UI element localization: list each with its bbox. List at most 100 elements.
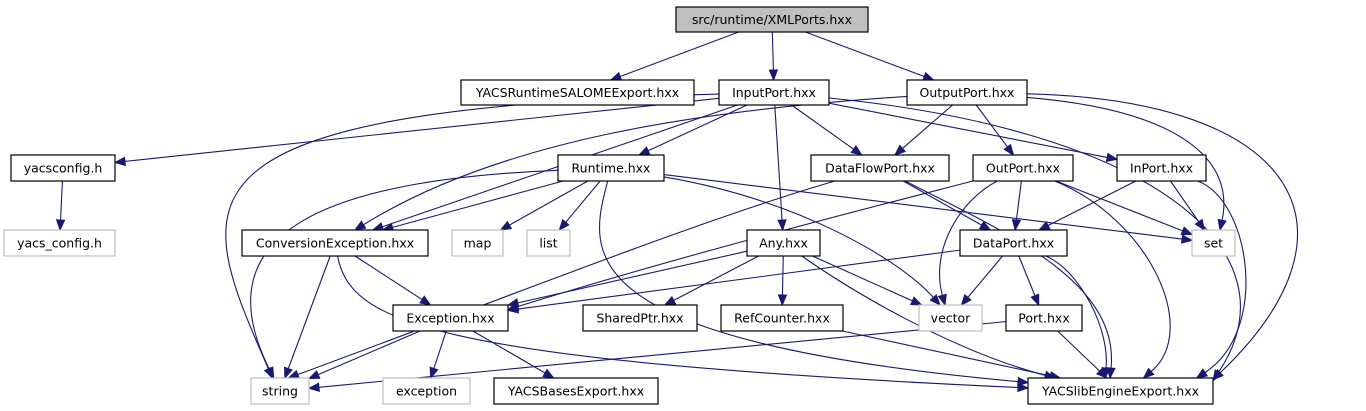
node-label: Exception.hxx bbox=[406, 311, 494, 326]
node-label: InputPort.hxx bbox=[732, 85, 816, 100]
edge-outputport-to-dataflowport-line bbox=[902, 104, 953, 149]
edge-dataport-to-vector-line bbox=[967, 255, 1004, 298]
edge-runtime-to-set-line bbox=[663, 174, 1183, 240]
node-any[interactable]: Any.hxx bbox=[746, 229, 821, 257]
edge-port-to-yacslibengineexport-arrowhead bbox=[1096, 367, 1108, 379]
edge-runtime-to-yacslibengineexport-line bbox=[599, 180, 1019, 383]
edge-dataport-to-vector bbox=[960, 255, 1004, 307]
node-label: Any.hxx bbox=[759, 236, 808, 251]
node-inputport[interactable]: InputPort.hxx bbox=[718, 79, 830, 106]
node-dataport[interactable]: DataPort.hxx bbox=[959, 229, 1068, 257]
edge-runtime-to-vector-arrowhead bbox=[929, 294, 941, 307]
node-box bbox=[1116, 154, 1207, 182]
node-label: YACSlibEngineExport.hxx bbox=[1041, 384, 1199, 399]
edge-dataflowport-to-dataport-arrowhead bbox=[978, 220, 992, 231]
edge-outport-to-vector-arrowhead bbox=[937, 293, 947, 307]
edge-yacsconfig-to-yacs_config-arrowhead bbox=[55, 219, 66, 232]
nodes-layer: src/runtime/XMLPorts.hxxYACSRuntimeSALOM… bbox=[3, 6, 1236, 405]
node-box bbox=[918, 304, 983, 332]
edge-outport-to-dataport-line bbox=[1015, 180, 1022, 221]
edge-any-to-exception_hxx-line bbox=[517, 250, 748, 304]
node-set: set bbox=[1191, 229, 1236, 257]
edge-exception_hxx-to-string-line bbox=[317, 330, 421, 376]
edge-outport-to-yacslibengineexport bbox=[1054, 180, 1171, 379]
edge-dataport-to-exception_hxx-line bbox=[517, 249, 961, 310]
node-label: vector bbox=[931, 311, 972, 326]
edge-any-to-vector bbox=[812, 255, 923, 306]
edge-xmlports-to-outputport-line bbox=[805, 31, 925, 78]
edge-conversionexception-to-string-arrowhead bbox=[284, 366, 293, 380]
edge-runtime-to-set-arrowhead bbox=[1180, 234, 1194, 244]
node-box bbox=[675, 6, 869, 33]
node-box bbox=[1191, 229, 1236, 257]
edge-outport-to-yacslibengineexport-arrowhead bbox=[1142, 367, 1155, 379]
node-refcounter[interactable]: RefCounter.hxx bbox=[720, 304, 844, 332]
node-yacsruntimesalomeexport[interactable]: YACSRuntimeSALOMEExport.hxx bbox=[460, 79, 695, 106]
node-label: InPort.hxx bbox=[1130, 161, 1193, 176]
edge-outputport-to-yacslibengineexport-arrowhead bbox=[1212, 368, 1224, 381]
node-list: list bbox=[526, 229, 571, 257]
edge-outport-to-vector-line bbox=[938, 180, 998, 296]
node-box bbox=[746, 229, 821, 257]
edge-runtime-to-yacslibengineexport bbox=[599, 180, 1030, 387]
edge-dataflowport-to-dataport bbox=[902, 180, 992, 231]
edge-any-to-sharedptr bbox=[663, 255, 759, 306]
edge-inputport-to-dataflowport-line bbox=[791, 104, 854, 150]
edge-xmlports-to-yacsruntimesalomeexport-line bbox=[619, 31, 739, 78]
node-label: Port.hxx bbox=[1018, 311, 1069, 326]
node-label: RefCounter.hxx bbox=[734, 311, 830, 326]
node-box bbox=[250, 377, 310, 405]
edge-runtime-to-map-arrowhead bbox=[499, 220, 513, 231]
node-label: Runtime.hxx bbox=[572, 161, 651, 176]
node-conversionexception[interactable]: ConversionException.hxx bbox=[241, 229, 429, 257]
node-dataflowport[interactable]: DataFlowPort.hxx bbox=[810, 154, 950, 182]
edge-inport-to-yacslibengineexport bbox=[1195, 180, 1247, 379]
node-label: exception bbox=[396, 384, 457, 399]
node-label: YACSBasesExport.hxx bbox=[507, 384, 644, 399]
edge-dataflowport-to-yacslibengineexport-line bbox=[904, 180, 1112, 369]
edge-any-to-exception_hxx-arrowhead bbox=[506, 298, 520, 308]
node-port[interactable]: Port.hxx bbox=[1005, 304, 1083, 332]
edge-inport-to-dataport-arrowhead bbox=[1037, 221, 1051, 231]
edge-inputport-to-any bbox=[774, 104, 787, 232]
node-label: string bbox=[262, 384, 298, 399]
node-runtime[interactable]: Runtime.hxx bbox=[557, 154, 665, 182]
edge-exception_hxx-to-string bbox=[307, 330, 421, 380]
edge-dataport-to-yacslibengineexport-line bbox=[1045, 255, 1107, 369]
edge-conversionexception-to-string bbox=[284, 255, 331, 380]
node-sharedptr[interactable]: SharedPtr.hxx bbox=[582, 304, 698, 332]
edge-inputport-to-runtime bbox=[637, 104, 748, 156]
node-yacsconfig[interactable]: yacsconfig.h bbox=[10, 154, 116, 182]
node-box bbox=[451, 229, 504, 257]
node-xmlports[interactable]: src/runtime/XMLPorts.hxx bbox=[675, 6, 869, 33]
node-yacslibengineexport[interactable]: YACSlibEngineExport.hxx bbox=[1027, 377, 1214, 405]
node-inport[interactable]: InPort.hxx bbox=[1116, 154, 1207, 182]
edge-dataport-to-exception_hxx-arrowhead bbox=[506, 304, 520, 314]
edge-any-to-yacslibengineexport-line bbox=[801, 255, 1046, 376]
edge-inputport-to-runtime-line bbox=[647, 104, 748, 152]
edge-outport-to-dataport-arrowhead bbox=[1011, 218, 1022, 232]
edge-inport-to-dataport bbox=[1037, 180, 1137, 231]
node-outputport[interactable]: OutputPort.hxx bbox=[906, 79, 1028, 106]
edge-outputport-to-conversionexception-arrowhead bbox=[353, 220, 367, 231]
edge-port-to-string-arrowhead bbox=[307, 382, 320, 392]
edge-port-to-string bbox=[307, 321, 1007, 392]
node-box bbox=[460, 79, 695, 106]
edge-outport-to-dataport bbox=[1011, 180, 1022, 232]
node-yacsbasesexport[interactable]: YACSBasesExport.hxx bbox=[493, 377, 659, 405]
node-outport[interactable]: OutPort.hxx bbox=[972, 154, 1074, 182]
edge-outport-to-vector bbox=[937, 180, 998, 307]
edges-layer bbox=[55, 31, 1299, 393]
edge-dataflowport-to-dataport-line bbox=[902, 180, 982, 226]
edge-refcounter-to-yacslibengineexport bbox=[842, 330, 1062, 381]
node-exception_hxx[interactable]: Exception.hxx bbox=[392, 304, 509, 332]
edge-runtime-to-list bbox=[558, 180, 601, 232]
node-box bbox=[906, 79, 1028, 106]
edge-xmlports-to-yacsruntimesalomeexport-arrowhead bbox=[609, 71, 623, 81]
edge-inputport-to-yacsconfig-line bbox=[124, 97, 720, 162]
edge-inputport-to-any-line bbox=[774, 104, 783, 221]
edge-port-to-yacslibengineexport bbox=[1057, 330, 1108, 379]
node-box bbox=[810, 154, 950, 182]
node-label: OutputPort.hxx bbox=[920, 85, 1015, 100]
edge-runtime-to-list-arrowhead bbox=[558, 218, 570, 232]
